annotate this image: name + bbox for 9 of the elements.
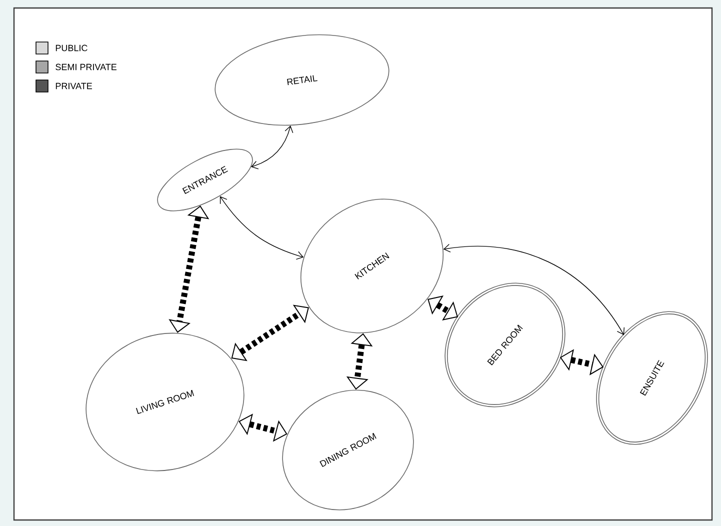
- arrow: [250, 126, 294, 170]
- room-bubble: LIVING ROOM: [86, 332, 244, 472]
- legend-label: SEMI PRIVATE: [56, 64, 116, 70]
- legend-label: PRIVATE: [56, 82, 92, 90]
- arrow: [443, 244, 624, 336]
- room-bubble: RETAIL: [214, 34, 390, 126]
- hatched-arrow: [231, 304, 309, 362]
- legend-label: PUBLIC: [56, 44, 88, 52]
- arrow: [220, 196, 304, 260]
